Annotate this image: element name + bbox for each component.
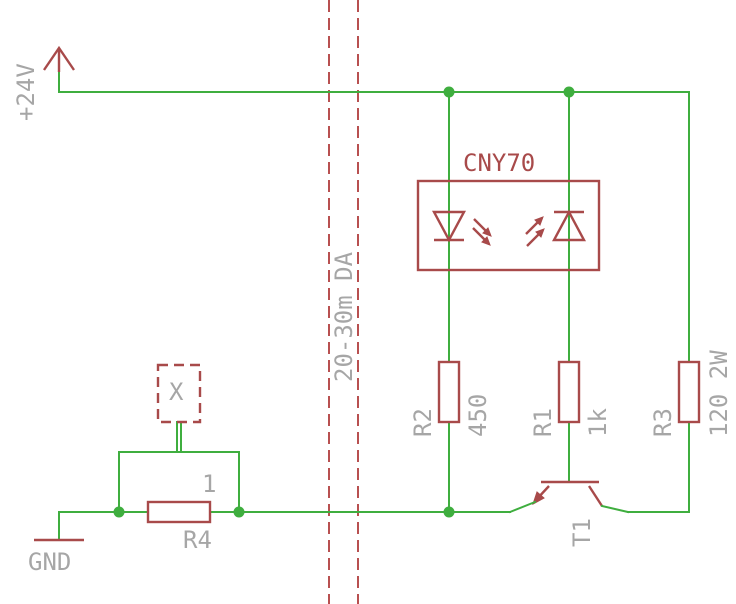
junction-dot — [233, 506, 245, 518]
junction-dot — [113, 506, 125, 518]
optocoupler-body — [416, 179, 601, 272]
transistor-collector-icon — [587, 485, 604, 507]
resistor-r3 — [677, 360, 701, 424]
wires — [58, 71, 690, 541]
junction-dot — [443, 506, 455, 518]
r4-pin-label: 1 — [202, 470, 216, 498]
t1-label: T1 — [568, 518, 596, 547]
connector-bridge-wire — [118, 451, 240, 513]
receive-arrowhead-icon — [535, 228, 545, 238]
led-icon — [431, 210, 467, 243]
supply-label: +24V — [12, 63, 40, 121]
connector-label: X — [169, 378, 184, 406]
receive-arrowhead-icon — [534, 216, 544, 226]
photodiode-icon — [551, 209, 587, 242]
transistor-arrow-icon — [532, 491, 545, 506]
r2-value-label: 450 — [464, 394, 492, 437]
supply-rail-wire — [58, 71, 690, 363]
r1-name-label: R1 — [529, 408, 557, 437]
junction-dot — [563, 86, 575, 98]
r1-value-label: 1k — [584, 408, 612, 437]
ground-wire — [58, 511, 149, 541]
transistor-collector-lead-wire — [600, 504, 630, 514]
junction-dot — [443, 86, 455, 98]
r3-name-label: R3 — [649, 408, 677, 437]
r4-name-label: R4 — [183, 526, 212, 554]
cable-label: 20-30m DA — [330, 251, 358, 382]
connector-box — [156, 363, 202, 424]
r3-value-label: 120 2W — [705, 350, 733, 437]
ground-label: GND — [28, 548, 71, 576]
transistor-emitter-lead-wire — [508, 500, 537, 514]
optocoupler: CNY70 — [416, 149, 601, 272]
r2-name-label: R2 — [409, 408, 437, 437]
resistor-r1 — [557, 360, 581, 424]
optocoupler-label: CNY70 — [463, 149, 535, 177]
resistor-r2 — [437, 360, 461, 424]
transistor-t1 — [508, 480, 630, 514]
r3-bottom-wire — [627, 421, 690, 513]
resistor-r4 — [146, 500, 212, 524]
emit-arrowhead-icon — [482, 227, 492, 237]
emit-arrowhead-icon — [481, 236, 491, 246]
